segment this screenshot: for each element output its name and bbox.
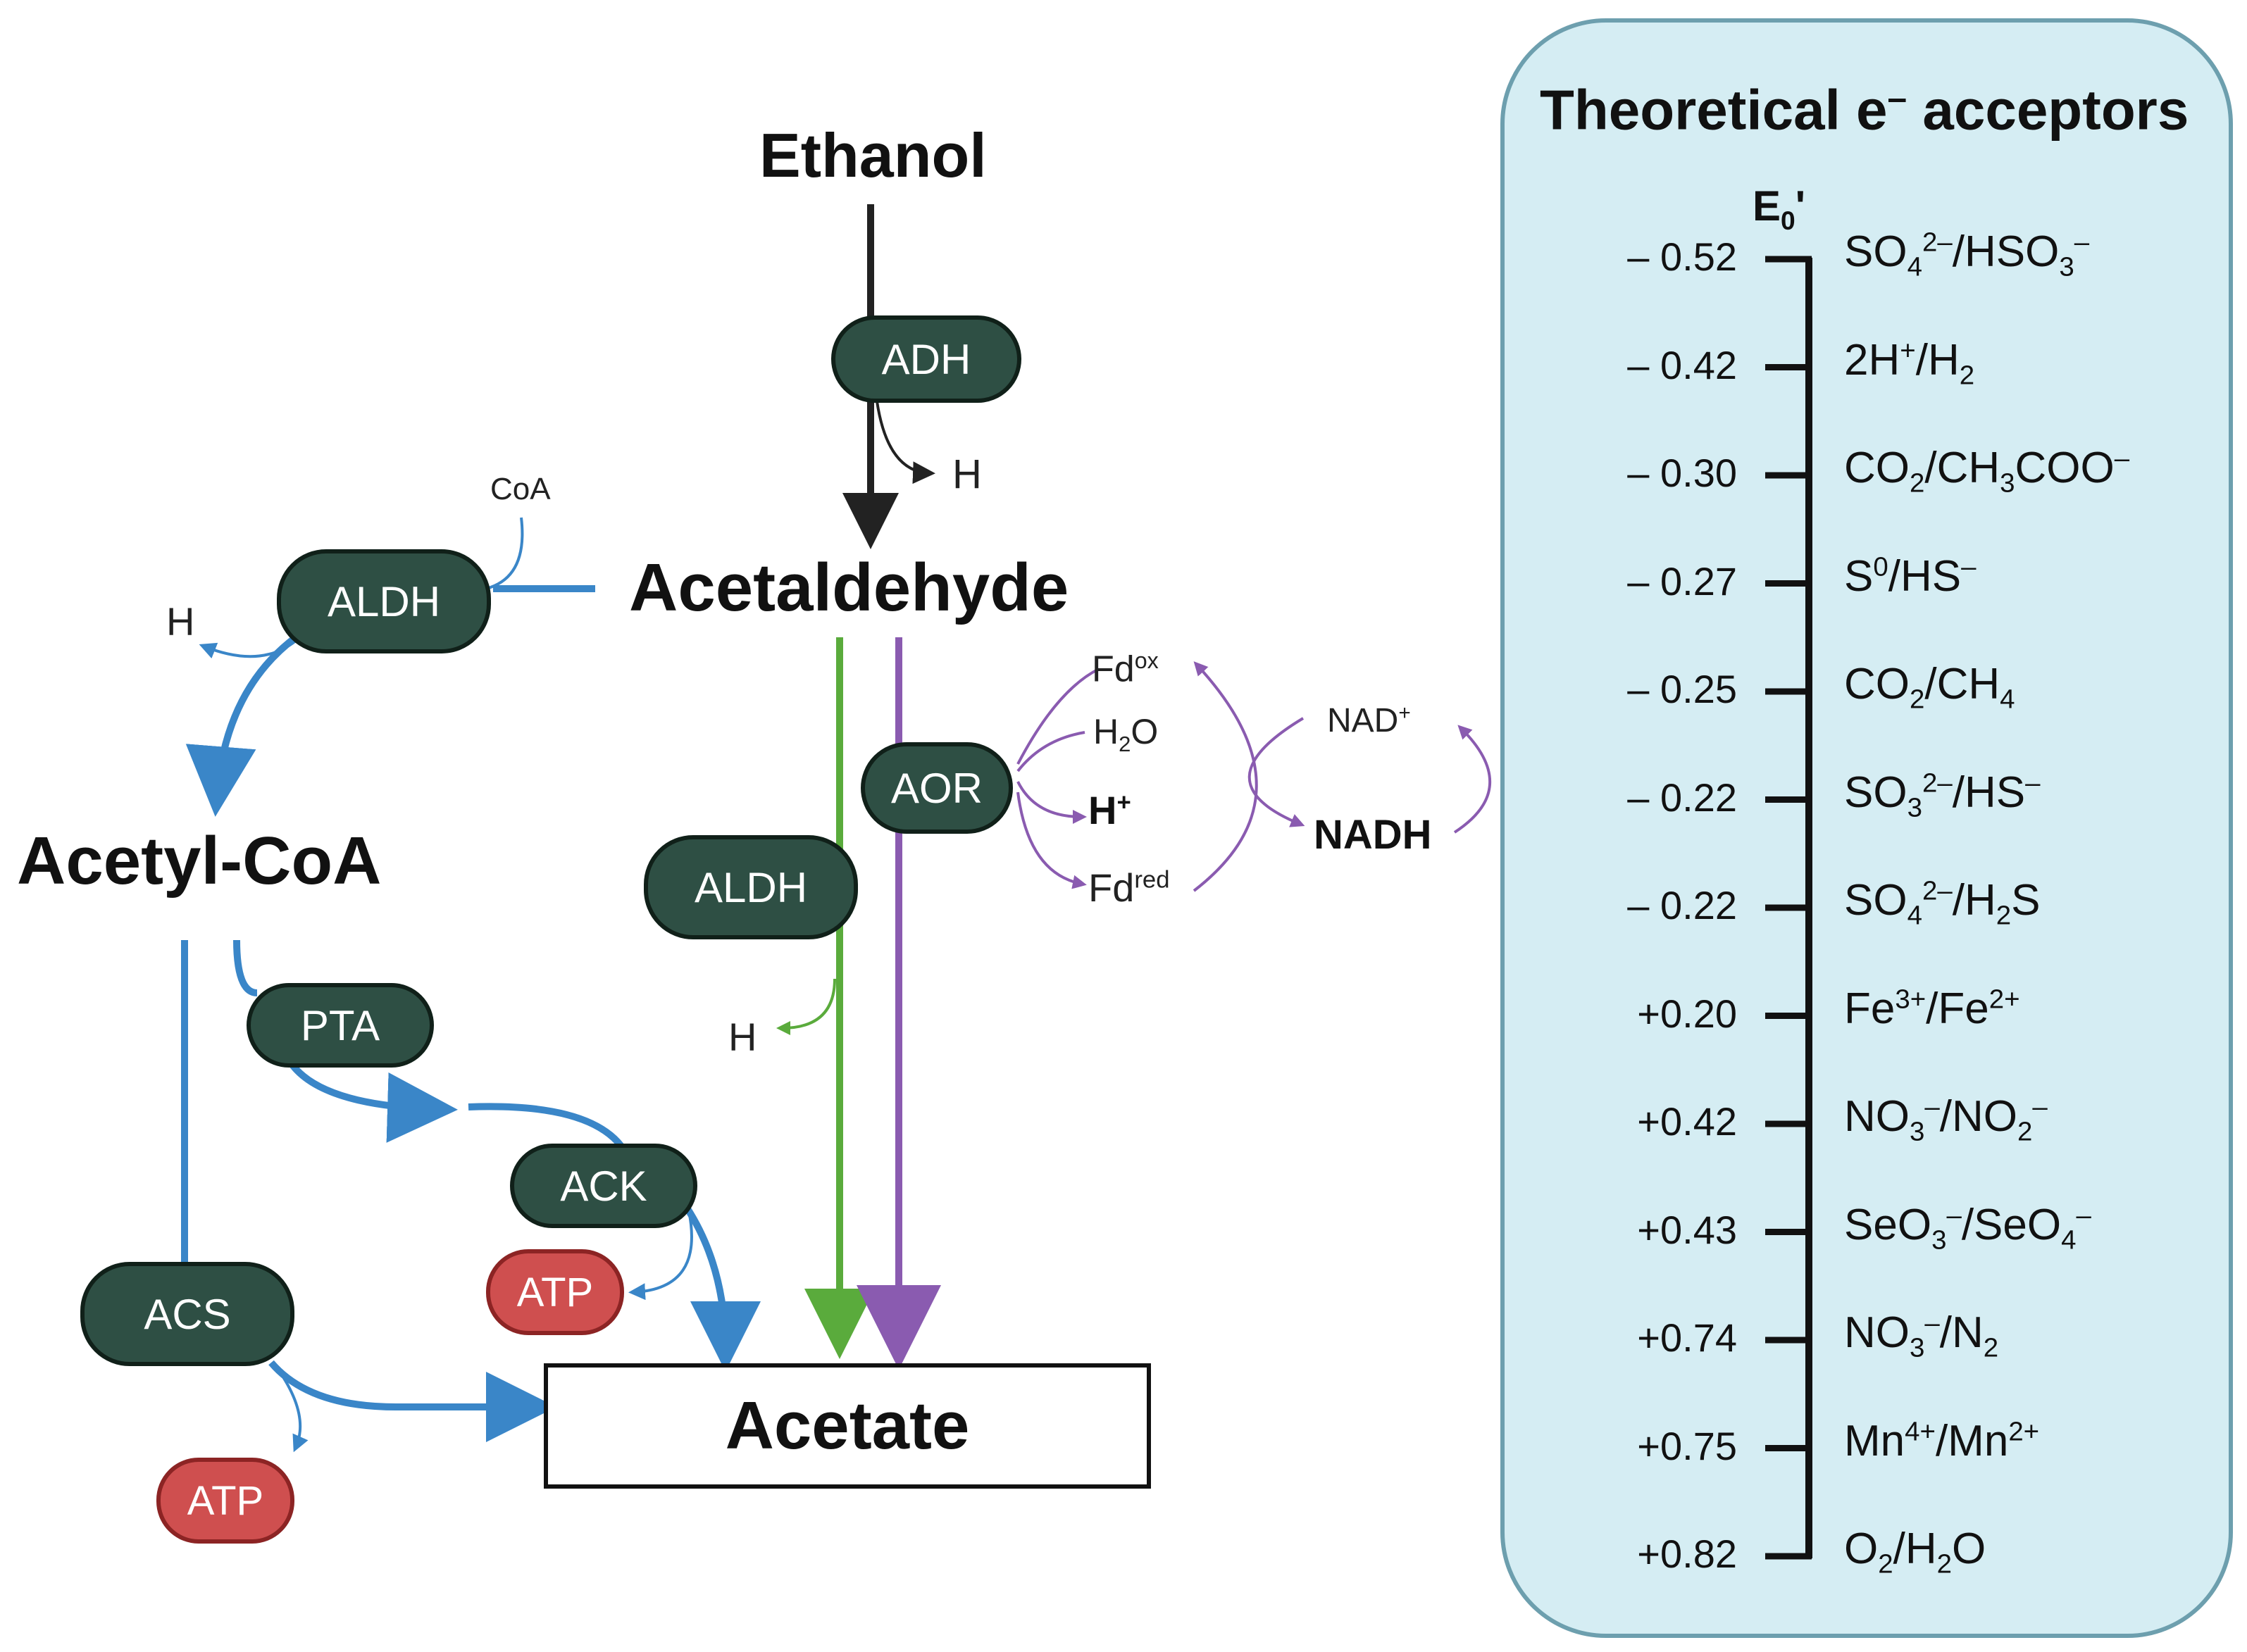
aldh-to-acetylcoa-arrow <box>185 634 299 817</box>
potential-value: +0.82 <box>1637 1532 1737 1576</box>
fd-ox-label: Fdox <box>1092 648 1159 690</box>
redox-couple: SeO3–/SeO4– <box>1844 1199 2091 1255</box>
redox-couple: Mn4+/Mn2+ <box>1844 1415 2040 1465</box>
atp-ack: ATP <box>486 1249 624 1335</box>
aor-h2o-curve <box>1016 731 1085 772</box>
potential-value: – 0.22 <box>1627 883 1737 927</box>
potential-value: +0.20 <box>1637 991 1737 1036</box>
panel-title: Theoretical e– acceptors <box>1540 78 2189 142</box>
redox-couple: 2H+/H2 <box>1844 334 1975 390</box>
potential-value: +0.42 <box>1637 1099 1737 1144</box>
ack-to-acetate-arrow <box>683 1206 761 1372</box>
nadh-to-acceptors-curve <box>1453 725 1492 834</box>
adh-h-branch <box>876 401 935 484</box>
potential-value: – 0.25 <box>1627 667 1737 711</box>
fd-red-label: Fdred <box>1088 865 1170 910</box>
aldh-center-h-branch <box>776 978 836 1035</box>
potential-value: +0.74 <box>1637 1315 1737 1360</box>
redox-couple: NO3–/NO2– <box>1844 1091 2048 1147</box>
enzyme-aldh-left: ALDH <box>277 549 491 653</box>
h-aldh-center-label: H <box>728 1015 757 1059</box>
potential-value: +0.75 <box>1637 1423 1737 1468</box>
axis-label: E0' <box>1753 182 1805 235</box>
atp-acs: ATP <box>156 1458 294 1544</box>
aor-fdox-curve <box>1016 668 1100 765</box>
h-plus-label: H+ <box>1088 788 1131 832</box>
redox-couple: NO3–/N2 <box>1844 1308 1999 1363</box>
redox-couple: O2/H2O <box>1844 1525 1986 1579</box>
ack-atp-branch <box>628 1210 693 1301</box>
redox-couple: CO2/CH4 <box>1844 660 2015 715</box>
enzyme-aldh-center: ALDH <box>644 835 858 939</box>
potential-value: – 0.30 <box>1627 451 1737 495</box>
enzyme-aor: AOR <box>861 742 1013 834</box>
potential-value: – 0.27 <box>1627 558 1737 603</box>
h2o-label: H2O <box>1093 712 1159 756</box>
nad-plus-label: NAD+ <box>1327 701 1411 739</box>
h-aldh-left-label: H <box>166 599 195 644</box>
potential-value: – 0.52 <box>1627 234 1737 279</box>
redox-couple: Fe3+/Fe2+ <box>1844 983 2020 1033</box>
redox-couple: SO42–/HSO3– <box>1844 227 2090 282</box>
acetate-box: Acetate <box>544 1363 1151 1489</box>
enzyme-acs: ACS <box>80 1262 294 1366</box>
redox-couple: CO2/CH3COO– <box>1844 443 2130 499</box>
potential-value: +0.43 <box>1637 1207 1737 1252</box>
enzyme-ack: ACK <box>510 1144 697 1228</box>
enzyme-pta: PTA <box>247 983 434 1068</box>
acs-to-acetate-arrow <box>268 1360 556 1442</box>
h-adh-label: H <box>952 451 982 497</box>
redox-couple: SO32–/HS– <box>1844 767 2041 822</box>
potential-value: – 0.22 <box>1627 775 1737 820</box>
ethanol-label: Ethanol <box>759 120 987 190</box>
aor-fdred-curve <box>1016 791 1087 889</box>
redox-couple: S0/HS– <box>1844 551 1977 601</box>
acs-atp-branch <box>277 1368 309 1453</box>
nadh-label: NADH <box>1314 812 1432 858</box>
acetate-label: Acetate <box>725 1388 970 1463</box>
potential-axis <box>1765 256 1812 1560</box>
acetyl-coa-label: Acetyl-CoA <box>17 823 382 899</box>
acetaldehyde-label: Acetaldehyde <box>629 550 1069 625</box>
coa-label: CoA <box>490 472 551 506</box>
pta-to-ack-arrow <box>285 1058 458 1143</box>
ack-connector <box>468 1103 630 1157</box>
fd-cycle-curve <box>1193 661 1258 892</box>
redox-couple: SO42–/H2S <box>1844 875 2041 931</box>
potential-value: – 0.42 <box>1627 342 1737 387</box>
coa-branch <box>485 517 524 590</box>
enzyme-adh: ADH <box>831 315 1021 403</box>
nad-to-nadh-curve <box>1247 717 1305 827</box>
pta-line <box>233 939 258 996</box>
aor-hplus-curve <box>1016 781 1087 824</box>
